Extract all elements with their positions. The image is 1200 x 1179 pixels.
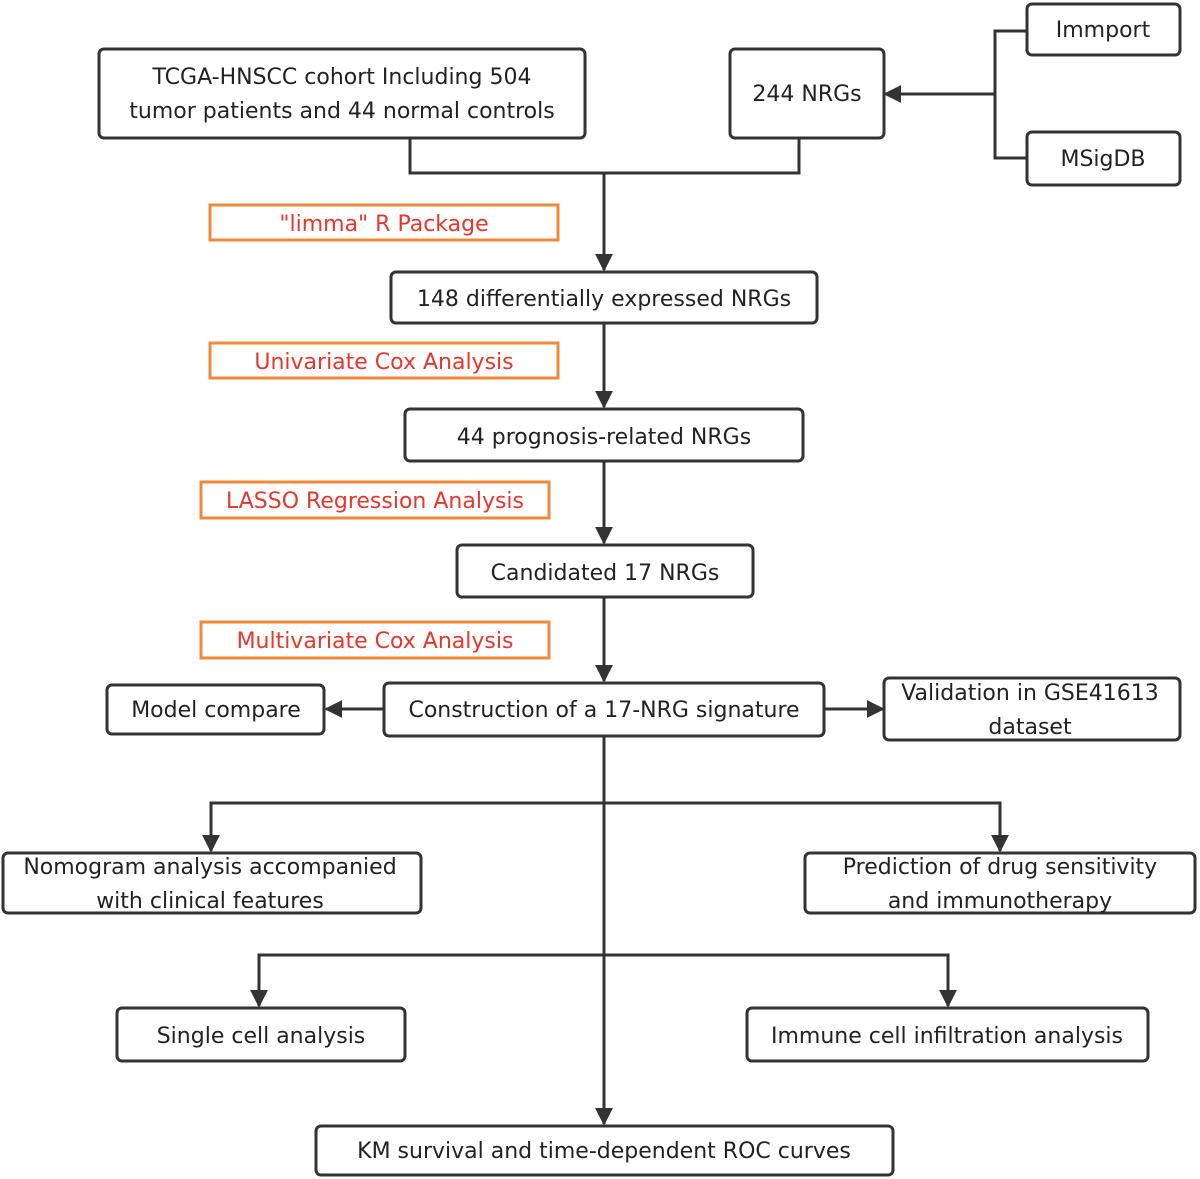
nrgs-244-node: 244 NRGs bbox=[728, 47, 886, 140]
immport-label: Immport bbox=[1056, 18, 1151, 43]
candidate-17-node: Candidated 17 NRGs bbox=[455, 543, 755, 599]
km-roc-node: KM survival and time-dependent ROC curve… bbox=[314, 1124, 895, 1177]
signature-label: Construction of a 17-NRG signature bbox=[408, 698, 799, 723]
drug-prediction-line1: Prediction of drug sensitivity bbox=[843, 855, 1157, 880]
msigdb-label: MSigDB bbox=[1060, 147, 1145, 172]
limma-label: "limma" R Package bbox=[279, 212, 488, 237]
prognosis-44-node: 44 prognosis-related NRGs bbox=[403, 407, 805, 463]
tcga-cohort-node: TCGA-HNSCC cohort Including 504 tumor pa… bbox=[97, 47, 587, 140]
connector-merge bbox=[408, 138, 801, 175]
immune-infiltration-label: Immune cell infiltration analysis bbox=[771, 1024, 1123, 1049]
branch-level-2 bbox=[250, 953, 957, 1008]
model-compare-label: Model compare bbox=[131, 698, 301, 723]
single-cell-label: Single cell analysis bbox=[157, 1024, 366, 1049]
msigdb-node: MSigDB bbox=[1025, 130, 1182, 187]
single-cell-node: Single cell analysis bbox=[115, 1006, 407, 1063]
candidate-17-label: Candidated 17 NRGs bbox=[491, 561, 720, 586]
nomogram-line2: with clinical features bbox=[96, 889, 324, 914]
connectors bbox=[202, 29, 1027, 1126]
lasso-method: LASSO Regression Analysis bbox=[199, 480, 551, 520]
multivariate-cox-method: Multivariate Cox Analysis bbox=[199, 620, 551, 660]
multivariate-cox-label: Multivariate Cox Analysis bbox=[237, 629, 514, 654]
nomogram-node: Nomogram analysis accompanied with clini… bbox=[1, 851, 423, 915]
nrgs-244-label: 244 NRGs bbox=[752, 82, 861, 107]
validation-line2: dataset bbox=[988, 715, 1072, 740]
deg-148-label: 148 differentially expressed NRGs bbox=[417, 287, 791, 312]
drug-prediction-node: Prediction of drug sensitivity and immun… bbox=[803, 851, 1197, 915]
signature-node: Construction of a 17-NRG signature bbox=[382, 681, 826, 738]
limma-method: "limma" R Package bbox=[208, 203, 560, 242]
branch-level-1 bbox=[202, 801, 1009, 853]
model-compare-node: Model compare bbox=[105, 683, 326, 736]
immune-infiltration-node: Immune cell infiltration analysis bbox=[745, 1006, 1150, 1063]
tcga-cohort-line1: TCGA-HNSCC cohort Including 504 bbox=[152, 65, 532, 90]
drug-prediction-line2: and immunotherapy bbox=[888, 889, 1112, 914]
validation-line1: Validation in GSE41613 bbox=[901, 681, 1159, 706]
univariate-cox-label: Univariate Cox Analysis bbox=[254, 350, 513, 375]
immport-node: Immport bbox=[1025, 2, 1182, 57]
lasso-label: LASSO Regression Analysis bbox=[226, 489, 524, 514]
prognosis-44-label: 44 prognosis-related NRGs bbox=[457, 425, 751, 450]
nomogram-line1: Nomogram analysis accompanied bbox=[23, 855, 396, 880]
tcga-cohort-line2: tumor patients and 44 normal controls bbox=[129, 99, 554, 124]
univariate-cox-method: Univariate Cox Analysis bbox=[208, 341, 560, 380]
km-roc-label: KM survival and time-dependent ROC curve… bbox=[357, 1139, 851, 1164]
validation-node: Validation in GSE41613 dataset bbox=[882, 676, 1182, 742]
connector-immport bbox=[993, 29, 1027, 160]
deg-148-node: 148 differentially expressed NRGs bbox=[389, 270, 819, 325]
